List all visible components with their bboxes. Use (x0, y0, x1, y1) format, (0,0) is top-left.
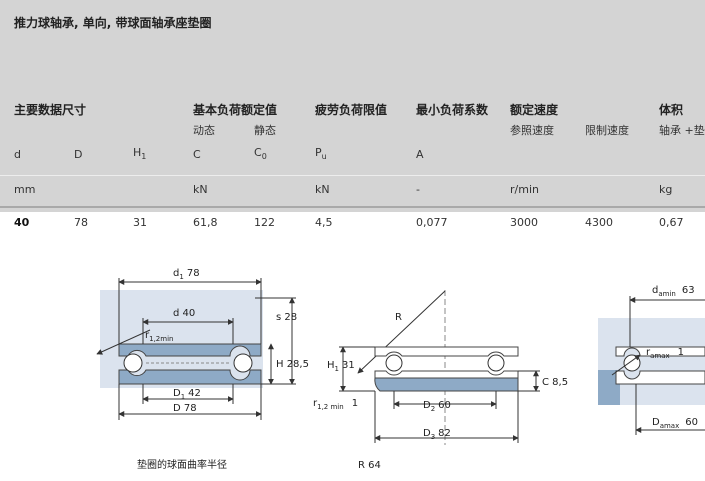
label-s: s 28 (276, 312, 297, 323)
shaft-washer (118, 343, 262, 357)
cell-limit-speed: 4300 (585, 216, 613, 229)
ball-right-2 (487, 354, 505, 372)
header-fatigue: 疲劳负荷限值 (315, 103, 388, 117)
subheader-static: 静态 (254, 124, 276, 137)
ball-left-2 (385, 354, 403, 372)
cell-ref-speed: 3000 (510, 216, 538, 229)
label-D: D 78 (173, 403, 197, 414)
header-basic-load: 基本负荷额定值 (193, 103, 278, 117)
shaft-washer-2 (374, 346, 519, 357)
label-R: R (395, 312, 402, 323)
cell-mass: 0,67 (659, 216, 684, 229)
symbol-C: C (193, 148, 201, 161)
cell-H1: 31 (133, 216, 147, 229)
housing-washer-2 (374, 370, 519, 379)
cell-Pu: 4,5 (315, 216, 333, 229)
header-speed: 额定速度 (510, 103, 559, 117)
housing-washer-3 (615, 370, 705, 385)
footer-r64: R 64 (358, 460, 381, 471)
symbol-D: D (74, 148, 83, 161)
table-row: 40 78 31 61,8 122 4,5 0,077 3000 4300 0,… (0, 212, 705, 232)
footer-note: 垫圈的球面曲率半径 (137, 458, 227, 471)
unit-speed: r/min (510, 183, 539, 196)
subheader-ref-speed: 参照速度 (510, 124, 554, 137)
unit-kg: kg (659, 183, 673, 196)
ball-right (233, 353, 253, 373)
cell-D: 78 (74, 216, 88, 229)
unit-kn-fatigue: kN (315, 183, 330, 196)
seat-washer (374, 377, 519, 392)
label-H: H 28,5 (276, 359, 309, 370)
subheader-limit-speed: 限制速度 (585, 124, 629, 137)
symbol-d: d (14, 148, 21, 161)
cell-C0: 122 (254, 216, 275, 229)
cell-C: 61,8 (193, 216, 218, 229)
symbol-C0: C0 (254, 146, 267, 162)
header-min-load: 最小负荷系数 (416, 103, 489, 117)
ball-left (123, 353, 143, 373)
cell-d: 40 (14, 216, 30, 229)
table-divider (0, 206, 705, 208)
symbol-A: A (416, 148, 424, 161)
label-r12: r1,2min (145, 330, 173, 343)
symbol-H1: H1 (133, 146, 147, 162)
separator-line (0, 175, 705, 176)
symbol-Pu: Pu (315, 146, 327, 162)
ball-3 (623, 354, 641, 372)
subheader-dynamic: 动态 (193, 124, 215, 137)
header-volume: 体积 (659, 103, 684, 117)
housing-washer (118, 369, 262, 385)
subheader-bearing-plus: 轴承 +垫 (659, 124, 705, 137)
unit-mm: mm (14, 183, 36, 196)
header-main-dims: 主要数据尺寸 (14, 103, 87, 117)
page-title: 推力球轴承, 单向, 带球面轴承座垫圈 (14, 16, 212, 30)
header-panel (0, 0, 705, 215)
unit-kn-load: kN (193, 183, 208, 196)
label-C: C 8,5 (542, 377, 568, 388)
label-d: d 40 (173, 308, 195, 319)
housing-shoulder (598, 370, 620, 405)
unit-dash: - (416, 183, 420, 196)
cell-A: 0,077 (416, 216, 448, 229)
